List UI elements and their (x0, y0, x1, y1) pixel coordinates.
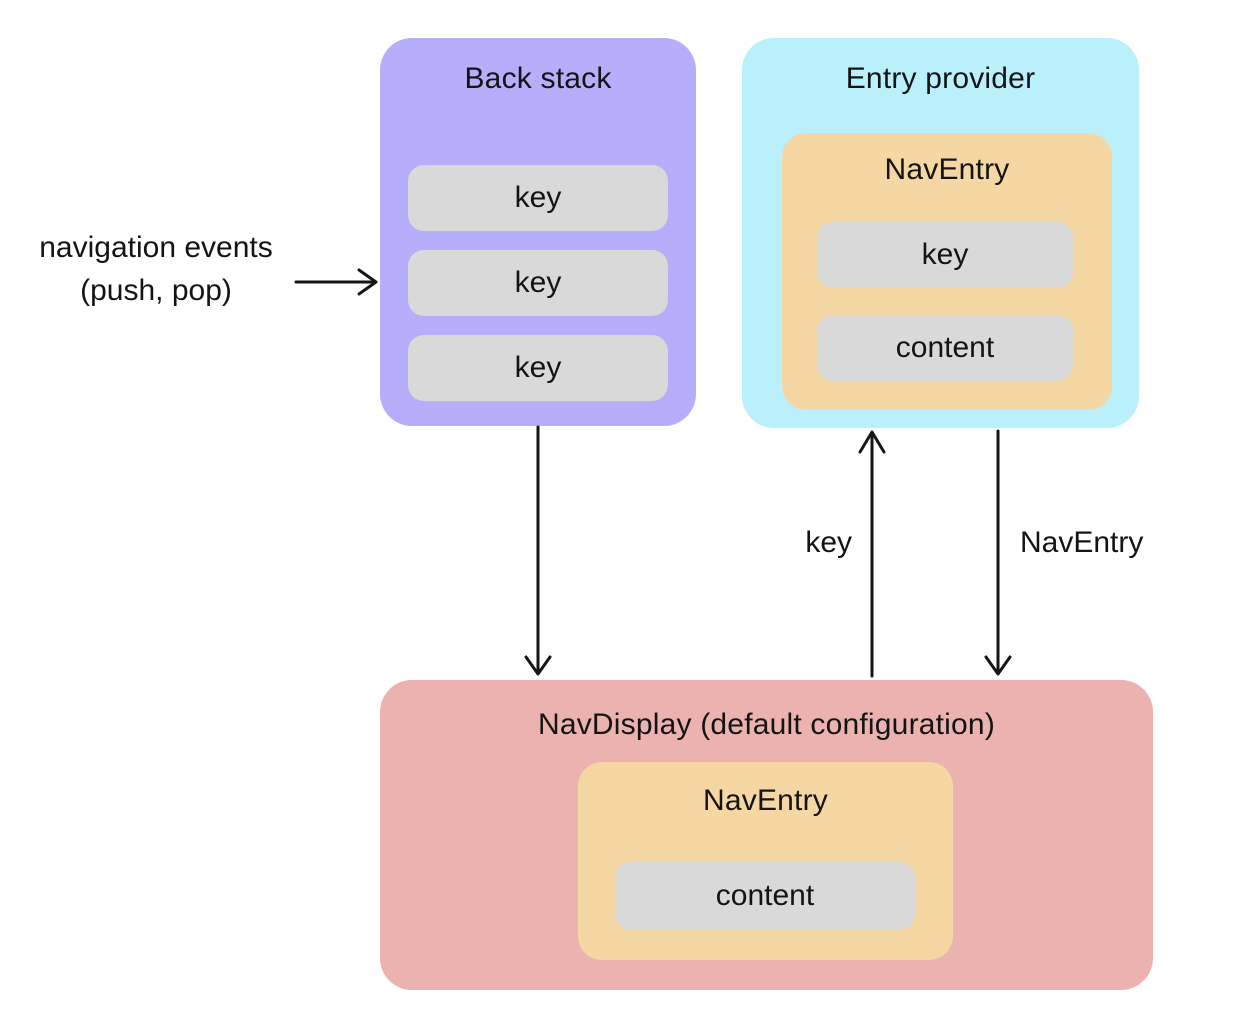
navigation-events-label: navigation events (push, pop) (8, 226, 304, 312)
entryprovider-to-navdisplay-naventry-arrow (984, 429, 1012, 676)
back-stack-title: Back stack (464, 62, 612, 95)
back-stack-items: key key key (408, 165, 668, 401)
navdisplay-to-entryprovider-key-arrow (858, 430, 886, 678)
entry-provider-naventry-title: NavEntry (884, 153, 1010, 186)
navdisplay-naventry-title: NavEntry (703, 784, 828, 817)
navdisplay-title: NavDisplay (default configuration) (537, 708, 996, 741)
back-stack-key-pill: key (408, 165, 668, 231)
entry-provider-key-pill: key (817, 222, 1073, 288)
back-stack-key-pill: key (408, 250, 668, 316)
entry-provider-naventry-box: NavEntry key content (782, 133, 1112, 410)
entry-provider-box: Entry provider NavEntry key content (742, 38, 1139, 428)
naventry-flow-label: NavEntry (1020, 526, 1144, 559)
back-stack-key-pill: key (408, 335, 668, 401)
navigation-events-arrow (294, 268, 378, 296)
navdisplay-naventry-box: NavEntry content (578, 762, 953, 960)
key-flow-label: key (805, 526, 852, 559)
navdisplay-content-pill: content (615, 862, 915, 930)
back-stack-box: Back stack key key key (380, 38, 696, 426)
backstack-to-navdisplay-arrow (524, 425, 552, 676)
entry-provider-title: Entry provider (845, 62, 1036, 95)
navdisplay-box: NavDisplay (default configuration) NavEn… (380, 680, 1153, 990)
navigation-events-label-line1: navigation events (39, 231, 273, 264)
navigation-events-label-line2: (push, pop) (80, 274, 232, 307)
entry-provider-content-pill: content (817, 315, 1073, 381)
